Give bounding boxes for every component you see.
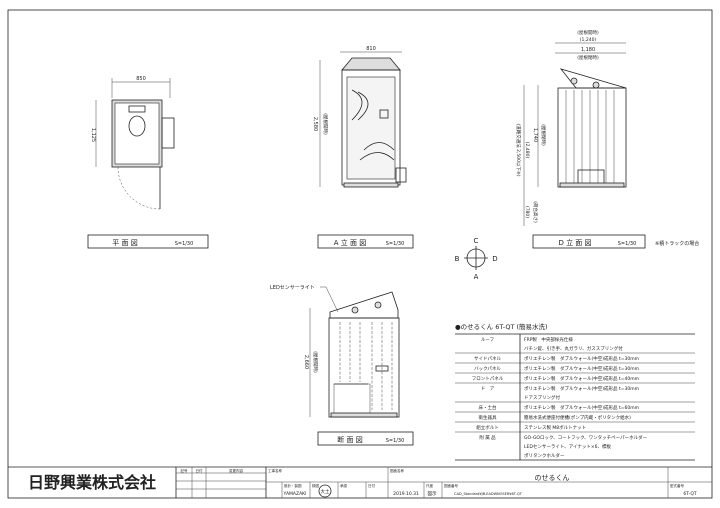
- svg-text:D: D: [492, 255, 497, 263]
- toilet-bowl: [128, 115, 146, 137]
- svg-text:810: 810: [366, 46, 376, 52]
- a-elevation-label: A 立 面 図 S=1/30: [317, 234, 414, 249]
- svg-text:(屋根開時): (屋根開時): [322, 113, 329, 135]
- a-elevation-view: 810 2,580 (屋根開時): [312, 46, 407, 188]
- spec-row-value: ステンレス製 M8ボルトナット: [524, 424, 586, 431]
- svg-text:2019.10.31: 2019.10.31: [393, 491, 419, 497]
- svg-text:(道路交通法 2,500以下※): (道路交通法 2,500以下※): [515, 123, 522, 176]
- svg-text:日付: 日付: [196, 468, 203, 473]
- svg-text:平 面 図: 平 面 図: [112, 239, 137, 247]
- svg-text:日付: 日付: [368, 483, 376, 488]
- spec-row-value: ポリエチレン製 ダブルウォール(中空)成形品 t=60mm: [524, 404, 639, 411]
- svg-text:型式番号: 型式番号: [670, 483, 684, 488]
- svg-text:(780): (780): [524, 206, 530, 218]
- spec-row-value: 簡易水洗式便座付便槽(ポンプ内蔵・ポリタンク給水): [524, 414, 631, 421]
- company-name: 日野興業株式会社: [28, 473, 156, 492]
- svg-text:S=1/30: S=1/30: [386, 438, 405, 444]
- svg-text:(屋根閉時): (屋根閉時): [577, 54, 599, 61]
- svg-text:S=1/30: S=1/30: [386, 241, 405, 247]
- plan-view: 850 1,125: [90, 76, 175, 210]
- truck-note: ※積トラックの場合: [655, 240, 699, 247]
- svg-text:図示: 図示: [428, 491, 437, 497]
- svg-text:変更内容: 変更内容: [229, 468, 243, 473]
- spec-table: ●のせるくん 6T-QT (簡易水洗) ルーフ FRP製 中央部採光仕様バチン錠、引…: [455, 322, 695, 461]
- svg-text:1,740: 1,740: [532, 128, 538, 142]
- svg-text:図面名称: 図面名称: [390, 468, 404, 473]
- svg-text:尺度: 尺度: [426, 483, 434, 488]
- svg-text:断 面 図: 断 面 図: [337, 435, 362, 444]
- svg-text:C: C: [474, 237, 479, 245]
- plan-dim-width: 850: [136, 76, 146, 82]
- svg-text:2,660: 2,660: [303, 355, 309, 369]
- spec-row-value: ポリエチレン製 ダブルウォール(中空)成形品 t=30mm: [524, 365, 639, 372]
- svg-text:(屋根開時): (屋根開時): [312, 351, 319, 373]
- plan-view-label: 平 面 図 S=1/30: [87, 234, 209, 249]
- svg-text:記号: 記号: [181, 468, 188, 473]
- svg-text:YAMAZAKI: YAMAZAKI: [283, 491, 307, 497]
- svg-text:検図: 検図: [312, 483, 320, 488]
- spec-title: ●のせるくん 6T-QT (簡易水洗): [455, 322, 548, 331]
- section-label: 断 面 図 S=1/30: [317, 431, 414, 446]
- spec-row-label: バックパネル: [474, 366, 501, 372]
- drawing-name: のせるくん: [535, 474, 570, 482]
- svg-text:A: A: [474, 273, 479, 281]
- spec-row-label: 附 属 品: [479, 434, 496, 441]
- spec-row-label: ド ア: [481, 386, 495, 392]
- svg-text:D 立 面 図: D 立 面 図: [558, 238, 591, 247]
- compass: C A B D: [455, 237, 498, 281]
- svg-text:S=1/30: S=1/30: [618, 241, 637, 247]
- led-callout: LEDセンサーライト: [270, 285, 315, 291]
- svg-text:B: B: [455, 255, 460, 263]
- svg-text:(屋根閉時): (屋根閉時): [540, 124, 547, 146]
- svg-text:大土: 大土: [321, 488, 330, 495]
- svg-text:(1,240): (1,240): [580, 37, 597, 43]
- plan-dim-depth: 1,125: [90, 128, 96, 142]
- svg-text:(2,480): (2,480): [524, 142, 530, 159]
- spec-row-label: サイドパネル: [474, 356, 501, 362]
- spec-row-value: ポリエチレン製 ダブルウォール(中空)成形品 t=30mm: [524, 355, 639, 362]
- svg-text:1,180: 1,180: [581, 47, 595, 53]
- spec-row-value: ポリエチレン製 ダブルウォール(中空)成形品 t=40mm: [524, 375, 639, 382]
- spec-row-value: バチン錠、引き手、丸ガラリ、ガススプリング付: [524, 345, 623, 352]
- svg-text:図面番号: 図面番号: [444, 483, 458, 488]
- svg-text:CAD_Standard¥JB-EADWNOSER¥6T-Q: CAD_Standard¥JB-EADWNOSER¥6T-QT: [454, 492, 523, 496]
- spec-row-value: ポリタンクホルダー: [524, 452, 565, 459]
- svg-text:設計・製図: 設計・製図: [284, 483, 302, 488]
- title-block: 日野興業株式会社 記号 日付 変更内容 工事名称 図面名称 のせるくん 設計・製…: [8, 466, 712, 498]
- svg-text:承認: 承認: [340, 483, 348, 488]
- spec-row-value: FRP製 中央部採光仕様: [524, 336, 573, 343]
- svg-text:A 立 面 図: A 立 面 図: [334, 238, 366, 247]
- svg-text:工事名称: 工事名称: [268, 468, 282, 473]
- spec-row-label: フロントパネル: [472, 376, 504, 382]
- svg-text:S=1/30: S=1/30: [175, 241, 194, 247]
- spec-row-label: 床・土台: [479, 404, 497, 411]
- sheet-border: [7, 9, 713, 499]
- section-view: LEDセンサーライト 2,660 (屋根開時): [270, 285, 400, 418]
- spec-row-value: GO-GOロック、コートフック、ワンタッチペーパーホルダー: [524, 434, 648, 441]
- spec-row-value: LEDセンサーライト、アイナット×6、標板: [524, 443, 612, 450]
- svg-text:2,580: 2,580: [312, 117, 318, 131]
- d-elevation-label: D 立 面 図 S=1/30 ※積トラックの場合: [532, 234, 699, 249]
- spec-row-value: ポリエチレン製 ダブルウォール(中空)成形品 t=30mm: [524, 385, 639, 392]
- svg-text:(屋根開時): (屋根開時): [577, 29, 599, 36]
- spec-row-label: 組立ボルト: [476, 424, 499, 431]
- spec-row-value: ドアスプリング付: [524, 394, 560, 401]
- approval-stamp: [318, 484, 332, 498]
- svg-text:(荷台高さ): (荷台高さ): [532, 201, 539, 223]
- model-number: 6T-QT: [683, 491, 697, 497]
- spec-row-label: 衛生器具: [479, 414, 497, 421]
- spec-row-label: ルーフ: [481, 337, 494, 343]
- d-elevation-view: (屋根開時) (1,240) 1,180 (屋根閉時) (道路交通法 2,500…: [515, 29, 627, 226]
